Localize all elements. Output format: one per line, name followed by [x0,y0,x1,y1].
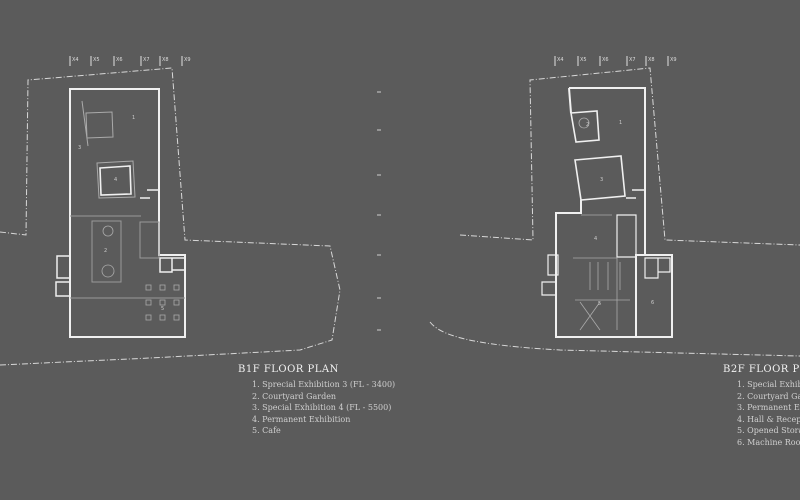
legend-item: 3. Permanent Exhibition [737,403,800,412]
b2f-legend: B2F FLOOR PLAN 1. Special Exhibition 2. … [723,364,800,448]
site-boundary-right [429,67,800,357]
legend-item: 1. Special Exhibition [737,380,800,389]
room-number: 1 [619,120,622,126]
grid-label: X7 [143,57,150,63]
grid-label: X9 [184,57,191,63]
room-number: 2 [586,122,589,128]
room-number: 1 [132,115,135,121]
room-number: 5 [598,301,601,307]
legend-item: 5. Cafe [252,426,281,435]
legend-item: 5. Opened Storage [737,426,800,435]
b1f-title: B1F FLOOR PLAN [238,364,339,375]
grid-label: X5 [580,57,587,63]
legend-item: 1. Sprecial Exhibition 3 (FL - 3400) [252,380,396,389]
site-boundary-left [0,67,341,366]
room-number: 4 [114,177,117,183]
b2f-title: B2F FLOOR PLAN [723,364,800,375]
room-number: 6 [651,300,654,306]
room-number: 3 [600,177,603,183]
b1f-legend: B1F FLOOR PLAN 1. Sprecial Exhibition 3 … [238,364,395,437]
grid-axis-left: X4 X5 X6 X7 X8 X9 [69,56,191,66]
legend-item: 2. Courtyard Garden [252,391,337,401]
grid-label: X9 [670,57,677,63]
room-number: 4 [594,236,597,242]
grid-axis-right: X4 X5 X6 X7 X8 X9 [554,56,677,66]
grid-label: X6 [602,57,609,63]
room-number: 3 [78,145,81,151]
b1f-plan: 1 2 3 4 5 [55,88,186,338]
grid-label: X6 [116,57,123,63]
grid-label: X4 [72,57,79,63]
grid-label: X8 [162,57,169,63]
grid-label: X4 [557,57,564,63]
legend-item: 4. Permanent Exhibition [252,414,351,424]
center-section-marks [377,91,381,331]
room-number: 5 [161,306,164,312]
legend-item: 4. Hall & Reception [737,414,800,424]
room-number: 2 [104,248,107,254]
grid-label: X8 [648,57,655,63]
grid-label: X7 [629,57,636,63]
b2f-plan: 1 2 3 4 5 6 [541,87,673,338]
grid-label: X5 [93,57,100,63]
legend-item: 2. Courtyard Garden [737,391,800,401]
legend-item: 6. Machine Room [737,437,800,447]
legend-item: 3. Special Exhibition 4 (FL - 5500) [252,403,392,412]
